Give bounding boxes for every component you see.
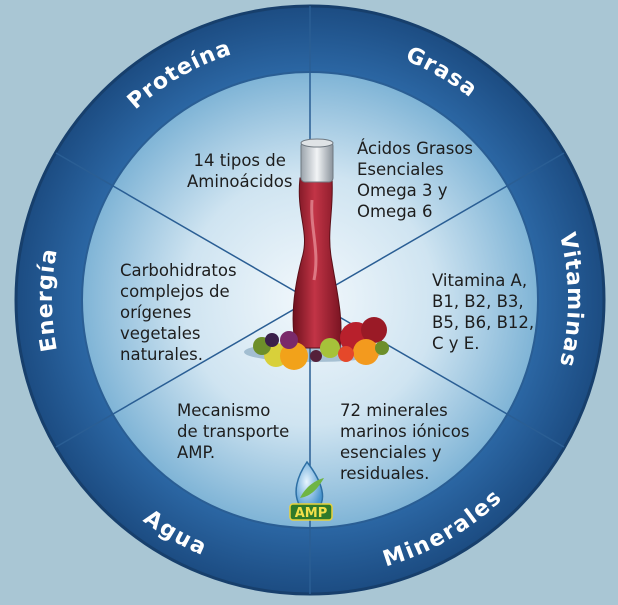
segment-vitaminas-text: Vitamina A, B1, B2, B3, B5, B6, B12, C y… <box>432 270 534 354</box>
amp-logo-text: AMP <box>295 506 328 521</box>
segment-agua-text: Mecanismo de transporte AMP. <box>177 400 289 463</box>
segment-energia-text: Carbohidratos complejos de orígenes vege… <box>120 260 237 365</box>
segment-minerales-text: 72 minerales marinos iónicos esenciales … <box>340 400 469 484</box>
segment-proteina-text: 14 tipos de Aminoácidos <box>187 150 292 192</box>
segment-grasa-text: Ácidos Grasos Esenciales Omega 3 y Omega… <box>357 138 473 222</box>
